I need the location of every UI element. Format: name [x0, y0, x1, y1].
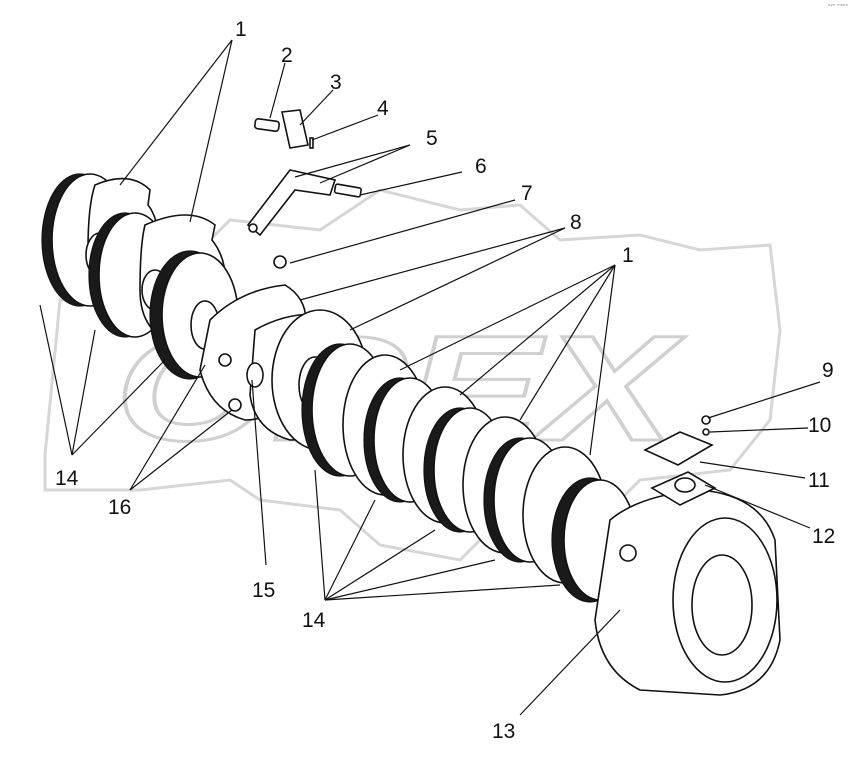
- label-9: 9: [822, 359, 834, 382]
- lever-5: [246, 169, 337, 237]
- cover-parts: [643, 415, 717, 506]
- housing-boss: [619, 544, 637, 562]
- label-14-bottom: 14: [302, 609, 326, 632]
- watermark-gear-outline: [43, 188, 782, 562]
- label-6: 6: [475, 155, 487, 178]
- label-13: 13: [492, 720, 515, 743]
- spring-15: [246, 362, 264, 388]
- washer-10: [702, 428, 710, 436]
- lever-5-hole: [248, 223, 258, 233]
- housing-bore: [691, 554, 753, 656]
- label-8: 8: [570, 211, 582, 234]
- label-15: 15: [252, 579, 275, 602]
- nut-7: [273, 255, 287, 269]
- label-2: 2: [281, 44, 293, 67]
- label-10: 10: [808, 414, 831, 437]
- breather-cap: [674, 477, 696, 493]
- cotter-4: [309, 137, 314, 149]
- leader-lines: [39, 39, 821, 716]
- pin-2: [254, 117, 280, 133]
- bolt-16a: [218, 353, 232, 367]
- label-1-top: 1: [235, 18, 247, 41]
- cover-plate-11: [643, 431, 714, 466]
- label-1-right: 1: [622, 244, 634, 267]
- label-4: 4: [377, 97, 389, 120]
- bolt-16b: [228, 398, 242, 412]
- corner-mark: ᵃʸᵉ ᵐᵃᵏᵉ: [828, 3, 849, 10]
- label-3: 3: [330, 71, 342, 94]
- label-5: 5: [426, 127, 438, 150]
- label-16: 16: [108, 496, 131, 519]
- callouts: 1 2 3 4 5 6 7 8 1 9 10 11 12 13 14 16 15…: [55, 18, 835, 743]
- fork-3: [281, 109, 309, 149]
- label-7: 7: [521, 182, 533, 205]
- label-11: 11: [808, 469, 830, 492]
- lever-linkage: [246, 109, 362, 269]
- housing-13: [594, 489, 781, 696]
- label-12: 12: [812, 525, 835, 548]
- label-14-left: 14: [55, 467, 79, 490]
- right-disc-stack: [301, 343, 637, 603]
- bolt-6: [333, 183, 362, 198]
